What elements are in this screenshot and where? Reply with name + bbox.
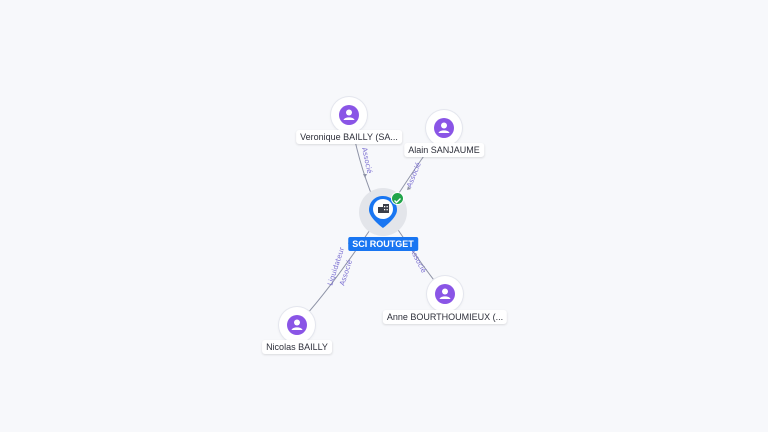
check-icon [391, 192, 404, 205]
person-icon [339, 105, 359, 125]
edge-label-anne: Associé [408, 247, 427, 274]
location-pin-icon [369, 196, 397, 228]
person-label-alain[interactable]: Alain SANJAUME [404, 143, 484, 157]
person-icon [435, 284, 455, 304]
person-icon [434, 118, 454, 138]
person-label-nicolas[interactable]: Nicolas BAILLY [262, 340, 332, 354]
person-node-anne[interactable] [427, 276, 463, 312]
arrowhead [407, 186, 411, 190]
company-label[interactable]: SCI ROUTGET [348, 237, 418, 251]
person-node-nicolas[interactable] [279, 307, 315, 343]
person-node-alain[interactable] [426, 110, 462, 146]
edge-label-alain: Associé [405, 161, 422, 189]
person-icon [287, 315, 307, 335]
building-icon [378, 204, 389, 213]
person-node-veronique[interactable] [331, 97, 367, 133]
edge-label-veronique: Associé [360, 147, 373, 175]
person-label-veronique[interactable]: Veronique BAILLY (SA... [296, 130, 402, 144]
arrowhead [363, 174, 367, 178]
person-label-anne[interactable]: Anne BOURTHOUMIEUX (... [382, 310, 508, 324]
company-node[interactable] [359, 188, 407, 236]
